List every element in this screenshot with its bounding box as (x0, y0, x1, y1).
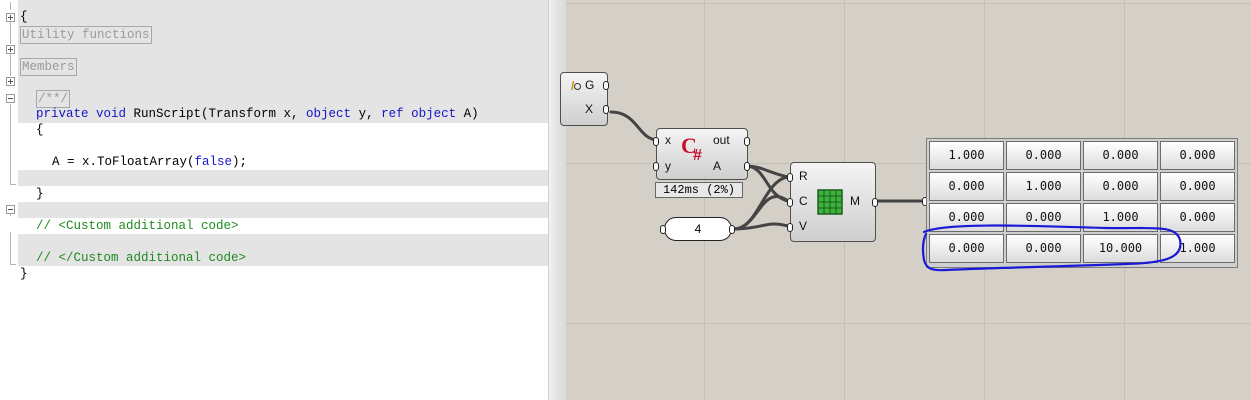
collapse-icon[interactable] (6, 205, 15, 214)
output-x-label: X (585, 102, 594, 116)
number-input-grip-right[interactable] (729, 225, 735, 234)
expand-icon[interactable] (6, 45, 15, 54)
output-grip-a[interactable] (744, 162, 750, 171)
input-grip-c[interactable] (787, 198, 793, 207)
code-line: /**/ (0, 74, 548, 108)
fold-guide (10, 2, 11, 10)
code-line: Members (0, 42, 548, 76)
panel-cell-r0c0: 1.000 (929, 141, 1004, 170)
body-arg: false (194, 155, 233, 169)
csharp-icon: C (681, 133, 697, 158)
utility-functions-region[interactable]: Utility functions (20, 26, 152, 44)
code-line-signature: private void RunScript(Transform x, obje… (0, 90, 548, 121)
panel-cell-r2c3: 0.000 (1160, 203, 1235, 232)
expand-icon[interactable] (6, 13, 15, 22)
number-input[interactable]: 4 (664, 217, 732, 241)
code-line: { (0, 106, 548, 137)
timing-label: 142ms (2%) (655, 182, 743, 198)
csharp-script-node[interactable]: x y C # out A (653, 128, 750, 180)
method-open-brace: { (36, 123, 44, 137)
body-prefix: A = x.ToFloatArray( (52, 155, 195, 169)
panel-cell-r1c1: 1.000 (1006, 172, 1081, 201)
panel-cell-r0c3: 0.000 (1160, 141, 1235, 170)
output-dot-icon (574, 83, 581, 90)
output-g-label: G (585, 78, 595, 92)
fold-guide (10, 22, 11, 44)
code-band-close (18, 170, 548, 186)
output-grip-g[interactable] (603, 81, 609, 90)
method-name: RunScript(Transform x, (126, 107, 307, 121)
code-line: { (0, 0, 548, 24)
ref-keyword: ref (381, 107, 404, 121)
input-c-label: C (799, 194, 808, 208)
brace-open: { (20, 10, 28, 24)
transform-icon: / (571, 79, 575, 93)
custom-code-close-comment: // </Custom additional code> (36, 251, 247, 265)
param-y: y, (351, 107, 382, 121)
output-grip-m[interactable] (872, 198, 878, 207)
code-band-custom-close (18, 234, 548, 266)
panel-cell-r1c3: 0.000 (1160, 172, 1235, 201)
code-band-custom-open (18, 202, 548, 218)
output-a-label: A (713, 159, 722, 173)
number-value: 4 (694, 222, 702, 236)
input-r-label: R (799, 169, 808, 183)
panel-cell-r0c1: 0.000 (1006, 141, 1081, 170)
output-m-label: M (850, 194, 860, 208)
grid-icon (817, 189, 843, 215)
annotation-circle (921, 224, 1182, 272)
input-grip-r[interactable] (787, 173, 793, 182)
fold-guide (10, 264, 16, 265)
code-line-body[interactable]: A = x.ToFloatArray(false); (0, 138, 548, 169)
input-v-label: V (799, 219, 808, 233)
output-out-label: out (713, 133, 730, 147)
grasshopper-canvas[interactable]: / G X x y C # out A 142ms (2%) 4 R C V (560, 0, 1251, 400)
modifiers: private void (36, 107, 127, 121)
code-editor[interactable]: { Utility functions Members /**/ private… (0, 0, 548, 400)
fold-guide (10, 214, 11, 216)
output-grip-out[interactable] (744, 137, 750, 146)
panel-cell-r0c2: 0.000 (1083, 141, 1158, 170)
code-line: } (0, 170, 548, 201)
fold-guide (10, 54, 11, 76)
panel-cell-r3c0: 0.000 (929, 234, 1004, 263)
method-close-brace: } (36, 187, 44, 201)
doc-comment-region[interactable]: /**/ (36, 90, 71, 108)
transform-node[interactable]: / G X (560, 72, 609, 126)
collapse-icon[interactable] (6, 94, 15, 103)
type-a: object (411, 107, 457, 121)
panel-cell-r3c2: 10.000 (1083, 234, 1158, 263)
class-close-brace: } (20, 267, 28, 281)
code-line: } (0, 250, 548, 281)
code-line: Utility functions (0, 10, 548, 44)
input-y-label: y (665, 159, 671, 173)
panel-cell-r3c3: 1.000 (1160, 234, 1235, 263)
input-x-label: x (665, 133, 671, 147)
replace-item-node[interactable]: R C V M (787, 162, 878, 242)
fold-guide (10, 184, 16, 185)
annotation-layer (921, 224, 1182, 272)
output-grip-x[interactable] (603, 105, 609, 114)
code-line: // <Custom additional code> (0, 202, 548, 233)
csharp-hash-icon: # (693, 147, 702, 164)
panel-cell-r1c0: 0.000 (929, 172, 1004, 201)
members-region[interactable]: Members (20, 58, 77, 76)
param-a: A) (456, 107, 479, 121)
body-suffix: ); (232, 155, 248, 169)
type-y: object (306, 107, 352, 121)
panel-cell-r3c1: 0.000 (1006, 234, 1081, 263)
fold-guide (10, 232, 11, 264)
code-band-top (18, 0, 548, 123)
fold-guide (10, 104, 11, 184)
input-grip-v[interactable] (787, 223, 793, 232)
custom-code-open-comment: // <Custom additional code> (36, 219, 239, 233)
input-grip-x[interactable] (653, 137, 659, 146)
code-line: // </Custom additional code> (0, 234, 548, 265)
input-grip-y[interactable] (653, 162, 659, 171)
panel-cell-r1c2: 0.000 (1083, 172, 1158, 201)
number-input-grip-left[interactable] (660, 225, 666, 234)
panel-splitter[interactable] (548, 0, 566, 400)
expand-icon[interactable] (6, 77, 15, 86)
